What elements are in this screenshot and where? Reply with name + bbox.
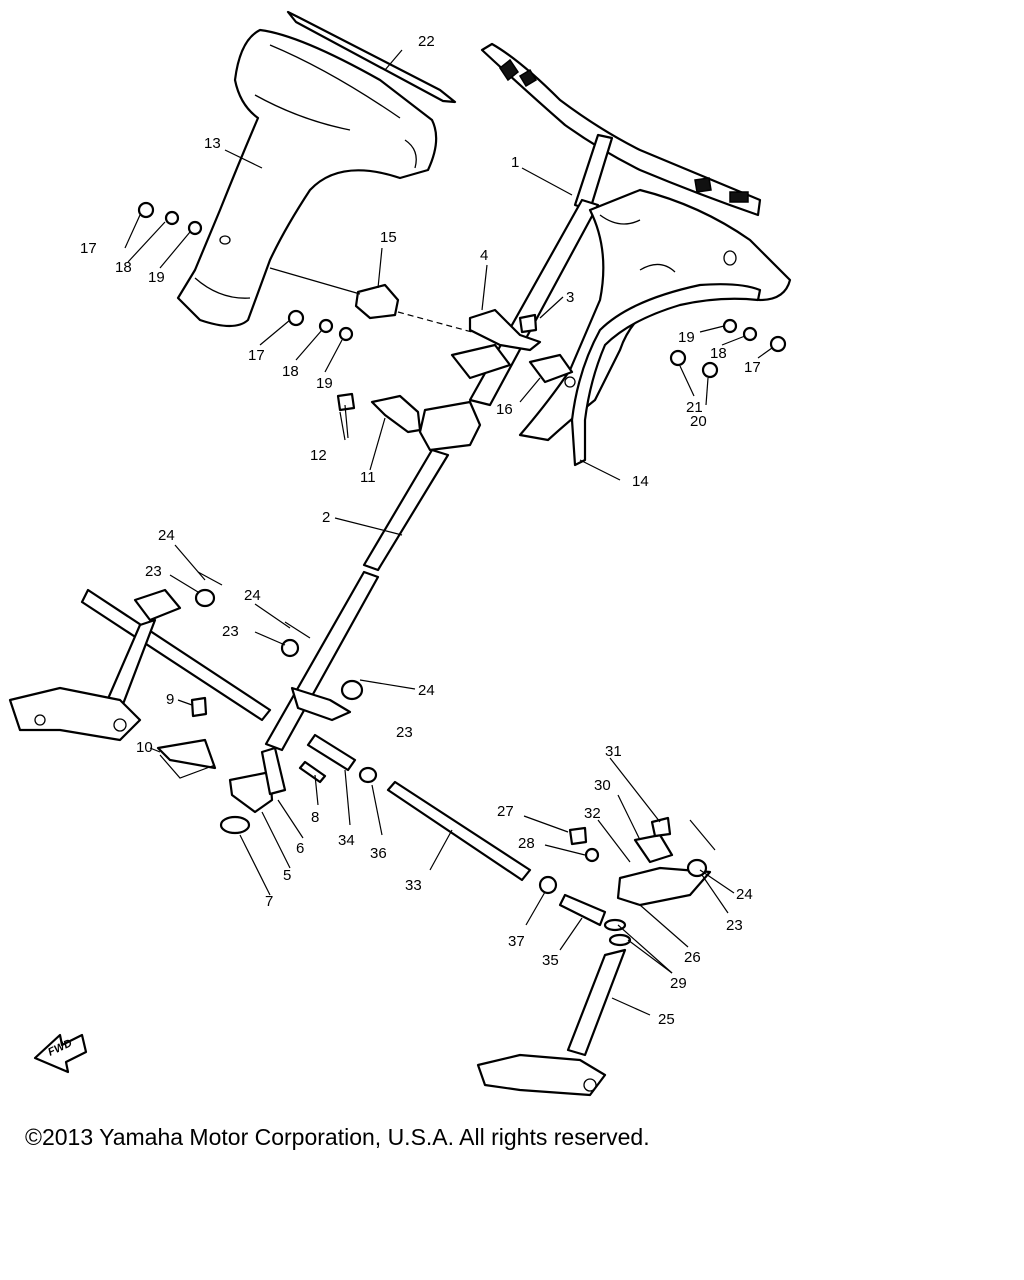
part-right-spindle [476,816,712,1097]
callout-23d: 23 [726,917,743,934]
part-tie-rod [306,733,607,927]
callout-30: 30 [594,777,611,794]
callout-16: 16 [496,401,513,418]
callout-23c: 23 [396,724,413,741]
callout-19c: 19 [678,329,695,346]
fwd-arrow-icon: FWD [33,1033,88,1074]
callout-24a: 24 [158,527,175,544]
part-clamp-16 [450,343,576,388]
callout-28: 28 [518,835,535,852]
callout-9: 9 [166,691,174,708]
leader-lines [124,49,773,1016]
callout-32: 32 [584,805,601,822]
callout-18b: 18 [282,363,299,380]
callout-31: 31 [605,743,622,760]
callout-18c: 18 [710,345,727,362]
callout-26: 26 [684,949,701,966]
part-trim-strip [286,10,457,104]
callout-19b: 19 [316,375,333,392]
part-lower-bracket [156,696,327,835]
callout-29: 29 [670,975,687,992]
callout-3: 3 [566,289,574,306]
callout-12: 12 [310,447,327,464]
callout-33: 33 [405,877,422,894]
callout-6: 6 [296,840,304,857]
part-fasteners [137,201,787,379]
callout-20: 20 [690,413,707,430]
callout-37: 37 [508,933,525,950]
callout-34: 34 [338,832,355,849]
callout-27: 27 [497,803,514,820]
callout-8: 8 [311,809,319,826]
callout-21: 21 [686,399,703,416]
callout-17a: 17 [80,240,97,257]
part-left-cover [176,28,438,328]
callout-10: 10 [136,739,153,756]
callout-11: 11 [360,469,376,486]
callout-36: 36 [370,845,387,862]
part-lower-clamp [336,392,482,452]
callout-17b: 17 [248,347,265,364]
callout-labels: 22 13 1 15 4 3 17 18 19 17 18 19 19 18 1… [80,33,761,1028]
callout-18a: 18 [115,259,132,276]
part-bracket-upper [468,308,542,352]
callout-35: 35 [542,952,559,969]
callout-4: 4 [480,247,488,264]
callout-24b: 24 [244,587,261,604]
callout-24c: 24 [418,682,435,699]
part-upper-clamp [269,267,521,346]
callout-14: 14 [632,473,649,490]
callout-1: 1 [511,154,519,171]
callout-23b: 23 [222,623,239,640]
callout-22: 22 [418,33,435,50]
callout-25: 25 [658,1011,675,1028]
part-nuts-pins [194,571,716,878]
part-left-spindle [8,588,272,742]
callout-19a: 19 [148,269,165,286]
part-steering-column [264,448,450,752]
steering-parts-diagram: FWD 22 13 1 15 4 3 17 18 19 17 18 19 19 … [8,10,792,1097]
callout-7: 7 [265,893,273,910]
copyright-notice: ©2013 Yamaha Motor Corporation, U.S.A. A… [25,1124,650,1150]
callout-2: 2 [322,509,330,526]
callout-13: 13 [204,135,221,152]
callout-23a: 23 [145,563,162,580]
callout-5: 5 [283,867,291,884]
callout-17c: 17 [744,359,761,376]
callout-15: 15 [380,229,397,246]
callout-24d: 24 [736,886,753,903]
